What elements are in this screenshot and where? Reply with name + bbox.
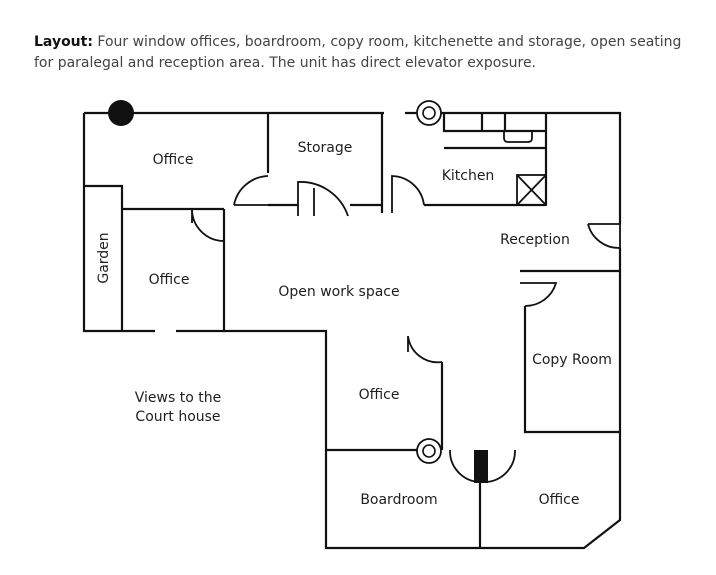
- layout-caption: Layout: Four window offices, boardroom, …: [34, 32, 694, 74]
- room-label-office-bottom-right: Office: [539, 492, 580, 508]
- elevator-icon-lower: [416, 438, 442, 464]
- door-office-center: [407, 335, 443, 364]
- room-label-open-work-space: Open work space: [278, 284, 399, 300]
- sink-icon: [503, 131, 533, 143]
- doors: [191, 175, 621, 483]
- door-reception: [587, 223, 621, 249]
- room-label-storage: Storage: [298, 140, 353, 156]
- views-note: Views to the Court house: [135, 390, 221, 425]
- room-label-office-center: Office: [359, 387, 400, 403]
- outer-walls: [82, 111, 622, 550]
- interior-walls: [84, 113, 620, 548]
- room-label-copy-room: Copy Room: [532, 352, 612, 368]
- room-label-kitchen: Kitchen: [442, 168, 495, 184]
- column-marker: [108, 100, 134, 126]
- elevator-icon: [416, 100, 442, 126]
- appliance-box-icon: [516, 174, 547, 206]
- caption-lead: Layout:: [34, 34, 93, 50]
- door-office-bottom-right: [483, 449, 516, 483]
- door-storage-double: [297, 181, 349, 217]
- room-label-office-left: Office: [149, 272, 190, 288]
- caption-text: Four window offices, boardroom, copy roo…: [34, 34, 682, 71]
- column-block: [474, 450, 488, 483]
- views-line-1: Views to the: [135, 390, 221, 406]
- door-copy-room: [520, 282, 558, 307]
- door-office-left: [191, 208, 225, 242]
- door-storage: [233, 175, 269, 206]
- fixtures: [108, 100, 547, 483]
- room-label-garden: Garden: [96, 232, 112, 283]
- room-label-reception: Reception: [500, 232, 570, 248]
- room-label-boardroom: Boardroom: [360, 492, 437, 508]
- room-label-office-top-left: Office: [153, 152, 194, 168]
- room-labels: Office Storage Kitchen Reception Garden …: [96, 140, 612, 508]
- views-line-2: Court house: [135, 409, 220, 425]
- door-kitchen: [391, 175, 425, 213]
